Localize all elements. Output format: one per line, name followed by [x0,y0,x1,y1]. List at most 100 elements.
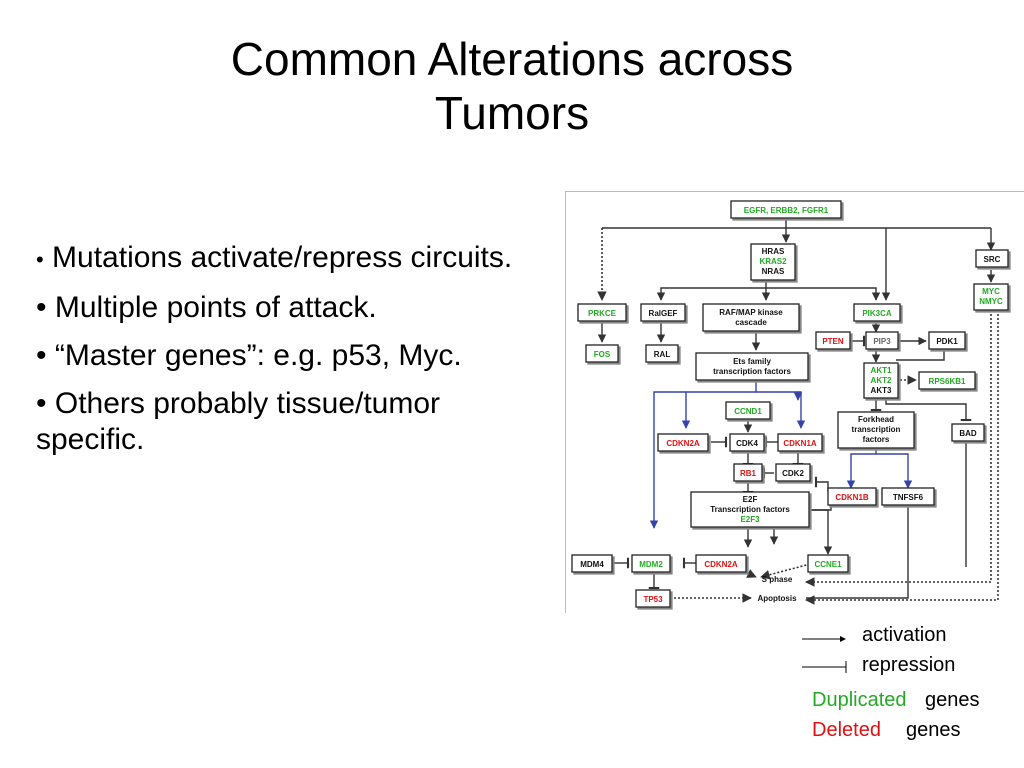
node-mdm4: MDM4 [571,554,613,573]
node-tp53: TP53 [635,589,671,608]
node-rps6kb1: RPS6KB1 [918,371,976,390]
node-ets: Ets family transcription factors [695,352,809,381]
edge [805,310,999,605]
legend-repression-label: repression [862,654,956,676]
node-label: PDK1 [936,337,958,346]
node-fos: FOS [585,344,619,363]
node-label: RalGEF [649,309,678,318]
node-ral: RAL [645,344,679,363]
node-label: MYC [982,287,1000,296]
node-label: Forkhead [858,415,894,424]
title-line-1: Common Alterations across [230,33,794,85]
node-pten: PTEN [815,331,851,350]
edge [796,391,806,429]
edge [766,287,881,301]
node-label: CDKN2A [666,439,700,448]
bullet-list: • Mutations activate/repress circuits. •… [36,240,536,470]
node-label: cascade [735,318,767,327]
node-label: PIP3 [873,337,891,346]
node-label: CCND1 [734,407,762,416]
legend-genes-label: genes [906,719,961,741]
node-label: CDKN1A [783,439,817,448]
edge [876,453,913,489]
node-label: AKT2 [871,376,892,385]
bullet-item: • Multiple points of attack. [36,290,536,326]
node-label: PIK3CA [862,309,892,318]
node-label: TP53 [643,595,663,604]
node-e2f: E2F Transcription factors E2F3 [690,491,810,528]
node-pip3: PIP3 [865,331,899,350]
node-label: CCNE1 [814,560,842,569]
node-ralgef: RalGEF [640,303,686,322]
node-label: factors [863,435,890,444]
node-bad: BAD [951,423,985,442]
node-egfr: EGFR, ERBB2, FGFR1 [730,200,842,219]
node-mdm2: MDM2 [631,554,671,573]
node-cdkn1b: CDKN1B [827,487,877,506]
node-cdkn2a-top: CDKN2A [657,433,709,452]
node-ccne1: CCNE1 [807,554,849,573]
node-forkhead: Forkhead transcription factors [837,411,915,449]
node-cdkn2a-bottom: CDKN2A [695,554,747,573]
edge [885,398,972,422]
node-label: Transcription factors [710,505,790,514]
edge [649,391,686,529]
apoptosis-label: Apoptosis [757,594,797,603]
title-line-2: Tumors [434,87,590,139]
edge [760,562,815,580]
node-label: PTEN [822,337,844,346]
edge [896,350,945,361]
node-ccnd1: CCND1 [725,401,771,420]
bullet-item: • “Master genes”: e.g. p53, Myc. [36,338,536,374]
node-label: E2F3 [740,515,760,524]
bullet-symbol: • [36,247,44,272]
node-label: CDK2 [782,469,804,478]
node-label: RB1 [740,469,757,478]
node-label: CDKN2A [704,560,738,569]
edge [814,476,829,492]
s-phase-label: S phase [762,575,793,584]
node-label: RAF/MAP kinase [719,308,783,317]
node-label: SRC [984,255,1001,264]
node-akt: AKT1 AKT2 AKT3 [863,362,899,399]
bullet-symbol: • [36,291,47,324]
legend-genes-label: genes [925,689,980,711]
node-cdk4: CDK4 [729,433,765,452]
bullet-symbol: • [36,339,47,372]
node-label: E2F [743,495,758,504]
node-label: AKT3 [871,386,892,395]
connections [597,218,999,605]
bullet-text: Mutations activate/repress circuits. [52,241,513,274]
node-label: NRAS [762,267,785,276]
activation-arrow-icon [802,636,846,642]
node-rb1: RB1 [733,463,763,482]
node-label: NMYC [979,297,1003,306]
node-prkce: PRKCE [577,303,627,322]
node-label: FOS [594,350,611,359]
bullet-symbol: • [36,387,47,420]
legend: activation repression Duplicated genes D… [800,620,1020,760]
node-label: RPS6KB1 [929,377,966,386]
node-pdk1: PDK1 [928,331,966,350]
edge [806,507,909,599]
legend-duplicated-word: Duplicated [812,689,907,711]
bullet-item: • Mutations activate/repress circuits. [36,240,536,278]
node-label: Ets family [733,357,771,366]
slide-title: Common Alterations across Tumors [0,32,1024,140]
node-label: KRAS2 [759,257,787,266]
node-label: TNFSF6 [893,493,924,502]
bullet-item: • Others probably tissue/tumor specific. [36,386,536,458]
node-pik3ca: PIK3CA [853,303,901,322]
edge [846,447,877,489]
bullet-text: Others probably tissue/tumor specific. [36,387,441,456]
bullet-text: Multiple points of attack. [54,291,377,324]
node-ras: HRAS KRAS2 NRAS [750,243,796,281]
node-label: RAL [654,350,671,359]
bullet-text: “Master genes”: e.g. p53, Myc. [54,339,462,372]
node-raf: RAF/MAP kinase cascade [702,303,800,332]
node-label: EGFR, ERBB2, FGFR1 [744,206,829,215]
node-label: HRAS [762,247,785,256]
node-label: MDM4 [580,560,604,569]
node-label: transcription [852,425,901,434]
node-cdkn1a: CDKN1A [777,433,823,452]
